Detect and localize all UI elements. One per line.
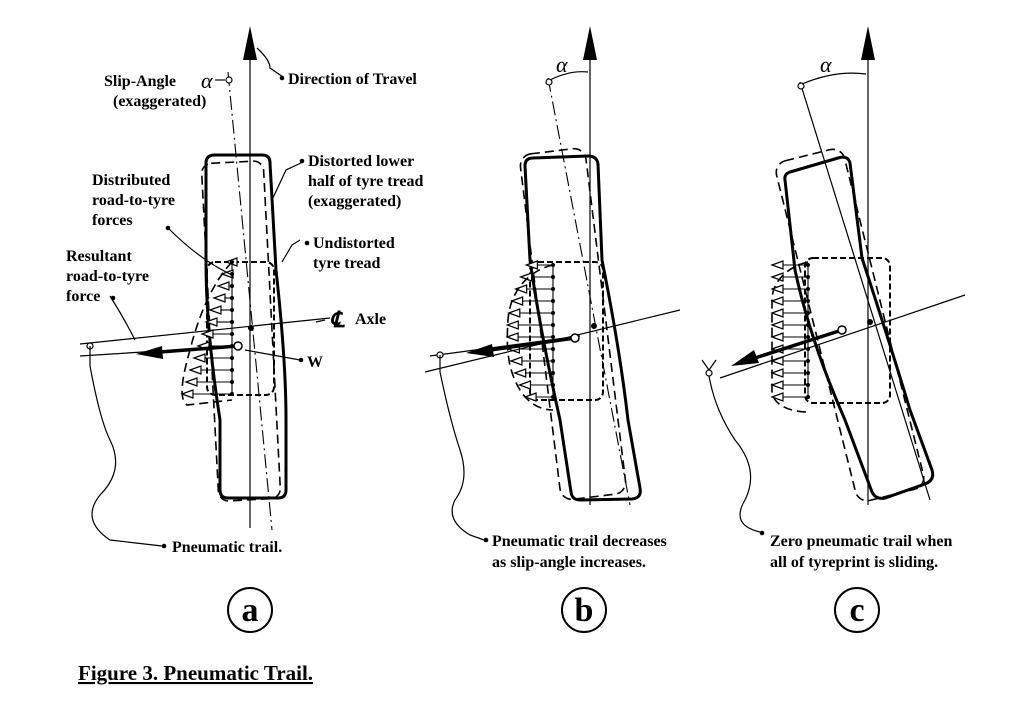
force-arrowhead [509,296,524,306]
distorted-label-3: (exaggerated) [308,193,401,210]
force-arrowhead [770,296,784,306]
force-arrowhead [517,380,532,390]
axle-point-a [248,325,254,331]
panel-letter-circle-a [227,587,273,633]
axle-label: Axle [355,311,386,328]
w-point-a [233,341,243,351]
force-node [806,395,810,399]
force-arrowhead [770,260,784,270]
force-arrowhead [770,380,784,390]
direction-label: Direction of Travel [288,71,417,88]
contact-patch-c [804,257,891,404]
force-arrowhead [180,389,194,399]
resultant-force-c [754,328,843,360]
undistorted-label-1: Undistorted [313,235,395,252]
figure-caption: Figure 3. Pneumatic Trail. [78,661,313,685]
axle-line-a [79,317,331,345]
force-arrowhead [505,320,519,330]
force-node [230,392,234,396]
force-envelope-c [771,261,809,413]
panel-letter-circle-b [561,587,607,633]
slip-angle-label-2: (exaggerated) [113,93,206,110]
resultant-label-2: road-to-tyre [66,268,149,285]
force-arrowhead [770,368,784,378]
trail-label-b-2: as slip-angle increases. [492,554,646,571]
alpha-symbol-b: α [556,52,568,77]
panel-c: α Zero pneumatic trail when all of tyrep… [701,26,966,633]
slip-origin-a [225,76,233,84]
panel-a: Slip-Angle α (exaggerated) Direction of … [66,26,423,633]
tyre-outline-b [523,154,642,502]
force-arrowhead [512,368,527,378]
force-arrowhead [216,281,230,291]
tyre-outline-c [783,155,935,500]
resultant-label-3: force [66,288,100,305]
trail-label-c-1: Zero pneumatic trail when [770,533,952,550]
force-arrowhead [507,308,521,318]
distributed-label-1: Distributed [92,172,170,189]
w-label: W [307,354,323,371]
resultant-force-b [489,336,576,352]
undistorted-label-2: tyre tread [313,255,380,272]
force-arrowhead [192,353,206,363]
axle-line-c [719,294,966,379]
force-arrowhead [770,320,784,330]
force-arrowhead [523,392,537,402]
distorted-label-1: Distorted lower [308,153,414,170]
panel-letter-b: b [575,592,594,629]
panel-letter-circle-c [834,587,880,633]
force-arrowhead [770,308,784,318]
force-arrowhead [505,332,519,342]
panel-b: α Pneumatic trail decreases as slip-angl… [424,26,681,633]
resultant-arrow-c [731,350,759,366]
resultant-label-1: Resultant [66,248,132,265]
force-arrowhead [204,317,218,327]
force-arrowhead [524,260,538,270]
centerline-symbol: ℄ [330,307,345,332]
slip-line-c [799,81,931,501]
force-arrowhead [200,329,214,339]
alpha-symbol-a: α [201,68,213,93]
force-node [551,395,555,399]
trail-label-b-1: Pneumatic trail decreases [492,533,667,550]
distributed-label-3: forces [92,212,133,229]
undistorted-tread-c [775,148,925,502]
slip-line-a [227,71,273,531]
travel-arrow-c [861,26,875,60]
contact-patch-a [206,261,275,396]
distributed-forces-b [505,260,555,402]
force-arrowhead [208,305,222,315]
alpha-symbol-c: α [820,52,832,77]
force-arrowhead [513,284,528,294]
travel-arrow-a [243,26,257,60]
slip-line-b [547,77,631,506]
undistorted-tread-b [519,147,627,501]
contact-patch-b [529,261,604,401]
resultant-arrow-b [466,344,494,357]
trail-label-a: Pneumatic trail. [172,539,282,556]
travel-arrow-b [583,26,597,60]
force-arrowhead [770,332,784,342]
distributed-label-2: road-to-tyre [92,192,175,209]
resultant-force-a [159,344,239,354]
trail-label-c-2: all of tyreprint is sliding. [770,554,938,571]
panel-letter-c: c [849,592,864,629]
force-arrowhead [770,392,784,402]
slip-angle-label-1: Slip-Angle [104,73,176,90]
resultant-arrow-a [136,346,163,359]
force-arrowhead [212,293,226,303]
panel-letter-a: a [242,592,259,629]
force-arrowhead [184,377,198,387]
force-envelope-b [506,264,554,411]
force-arrowhead [188,365,202,375]
force-arrowhead [509,356,523,366]
distorted-label-2: half of tyre tread [308,173,423,190]
force-arrowhead [770,284,784,294]
